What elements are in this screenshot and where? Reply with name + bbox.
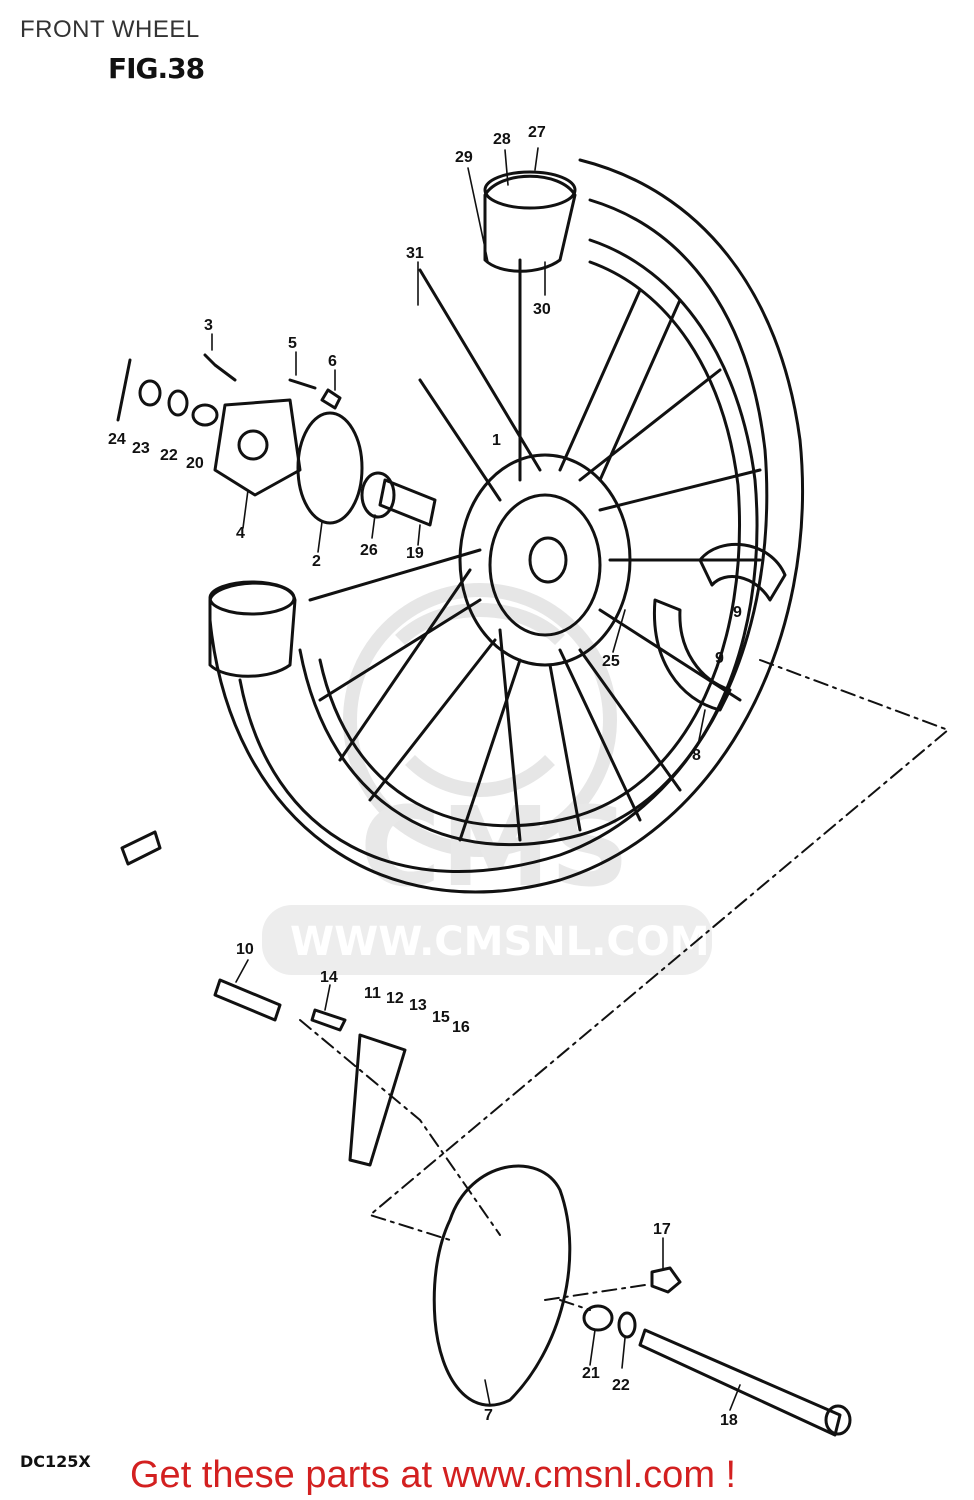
callout-22-top: 22	[160, 447, 178, 464]
hub-boss	[237, 429, 269, 461]
sprocket-part-4	[213, 398, 302, 497]
callout-20: 20	[186, 455, 204, 472]
callout-leaders	[211, 147, 741, 1411]
tube-end-bottom	[208, 581, 297, 678]
callout-24: 24	[108, 431, 126, 448]
callout-22-bottom: 22	[612, 1377, 630, 1394]
axle-sleeve-19	[378, 478, 437, 527]
callout-28: 28	[493, 131, 511, 148]
callout-1: 1	[492, 432, 501, 449]
callout-14: 14	[320, 969, 338, 986]
pin-14	[310, 1008, 347, 1032]
brake-shoe-upper	[698, 543, 787, 602]
callout-11: 11	[364, 985, 381, 1002]
callout-3: 3	[204, 317, 213, 334]
callout-29: 29	[455, 149, 473, 166]
ring-23	[138, 379, 162, 407]
callout-12: 12	[386, 990, 404, 1007]
callout-27: 27	[528, 124, 546, 141]
assembly-guide-lines	[299, 659, 949, 1311]
callout-25: 25	[602, 653, 620, 670]
brake-panel-7	[432, 1164, 572, 1407]
callout-9-lower: 9	[715, 650, 724, 667]
callout-7: 7	[484, 1407, 493, 1424]
callout-4: 4	[236, 525, 245, 542]
collar-21	[582, 1304, 614, 1332]
callout-15: 15	[432, 1009, 450, 1026]
bolt-5	[288, 378, 317, 390]
rim	[298, 238, 759, 847]
collar-20	[191, 403, 219, 427]
page-title: FRONT WHEEL	[20, 16, 200, 43]
callout-17: 17	[653, 1221, 671, 1238]
callout-2: 2	[312, 553, 321, 570]
model-code: DC125X	[20, 1452, 91, 1471]
callout-5: 5	[288, 335, 297, 352]
nut-17	[650, 1266, 682, 1294]
bolt-3	[203, 353, 237, 382]
callout-18: 18	[720, 1412, 738, 1429]
callout-8: 8	[692, 747, 701, 764]
brake-lever-arm	[348, 1033, 407, 1167]
hub-inner	[488, 493, 602, 637]
watermark-bar	[262, 905, 712, 975]
spacer-26	[360, 471, 396, 519]
tube-end-top	[483, 174, 577, 273]
axle-head	[824, 1404, 852, 1436]
callout-13: 13	[409, 997, 427, 1014]
tube-opening-bottom	[208, 580, 296, 616]
tube-opening-top	[483, 170, 577, 210]
callout-numbers: 1 2 3 4 5 6 7 8 9 9 10 11 12 13 14 15 16…	[108, 124, 742, 1429]
callout-31: 31	[406, 245, 424, 262]
brake-shoe-lower	[652, 598, 732, 712]
disc-part-2	[296, 411, 364, 525]
cable-adjuster-10	[213, 978, 282, 1022]
callout-30: 30	[533, 301, 551, 318]
callout-10: 10	[236, 941, 254, 958]
watermark-url: WWW.CMSNL.COM	[290, 919, 710, 965]
watermark-brand: CMS	[360, 783, 629, 911]
callout-26: 26	[360, 542, 378, 559]
washer-22-bottom	[617, 1311, 637, 1339]
spokes	[308, 258, 762, 842]
callout-19: 19	[406, 545, 424, 562]
callout-6: 6	[328, 353, 337, 370]
small-tag	[120, 830, 162, 866]
figure-label: FIG.38	[108, 52, 205, 85]
callout-21: 21	[582, 1365, 600, 1382]
buy-parts-link[interactable]: Get these parts at www.cmsnl.com !	[130, 1454, 737, 1496]
callout-16: 16	[452, 1019, 470, 1036]
callout-23: 23	[132, 440, 150, 457]
callout-9-upper: 9	[733, 604, 742, 621]
nut-6	[320, 388, 342, 410]
hub-bearing	[528, 536, 568, 584]
pin-24	[116, 358, 132, 422]
watermark-logo	[343, 583, 617, 857]
washer-22-top	[167, 389, 189, 417]
axle-18	[638, 1328, 842, 1437]
